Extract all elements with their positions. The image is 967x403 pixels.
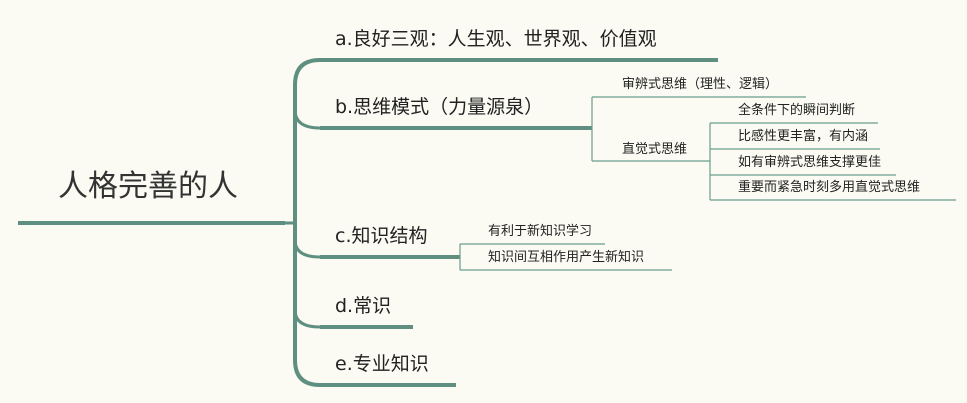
main-spine xyxy=(293,58,321,387)
node-intuitive-child[interactable]: 如有审辨式思维支撑更佳 xyxy=(738,155,882,170)
node-intuitive-thinking[interactable]: 直觉式思维 xyxy=(622,142,688,157)
node-knowledge-child[interactable]: 有利于新知识学习 xyxy=(488,224,593,239)
branch-c-knowledge-structure[interactable]: c.知识结构 xyxy=(335,225,428,247)
node-intuitive-child[interactable]: 比感性更丰富，有内涵 xyxy=(738,129,869,144)
node-intuitive-child[interactable]: 重要而紧急时刻多用直觉式思维 xyxy=(738,180,921,195)
node-rational-thinking[interactable]: 审辨式思维（理性、逻辑） xyxy=(622,77,779,92)
branch-a-worldview[interactable]: a.良好三观：人生观、世界观、价值观 xyxy=(335,28,657,50)
root-node[interactable]: 人格完善的人 xyxy=(58,169,238,204)
node-knowledge-child[interactable]: 知识间互相作用产生新知识 xyxy=(488,250,645,265)
branch-e-professional-knowledge[interactable]: e.专业知识 xyxy=(335,353,429,375)
connector-b xyxy=(293,109,321,130)
node-intuitive-child[interactable]: 全条件下的瞬间判断 xyxy=(738,103,856,118)
branch-d-common-sense[interactable]: d.常识 xyxy=(335,295,392,317)
connector-d xyxy=(293,309,321,329)
branch-b-thinking-mode[interactable]: b.思维模式（力量源泉） xyxy=(335,96,544,118)
connector-c xyxy=(293,239,321,259)
